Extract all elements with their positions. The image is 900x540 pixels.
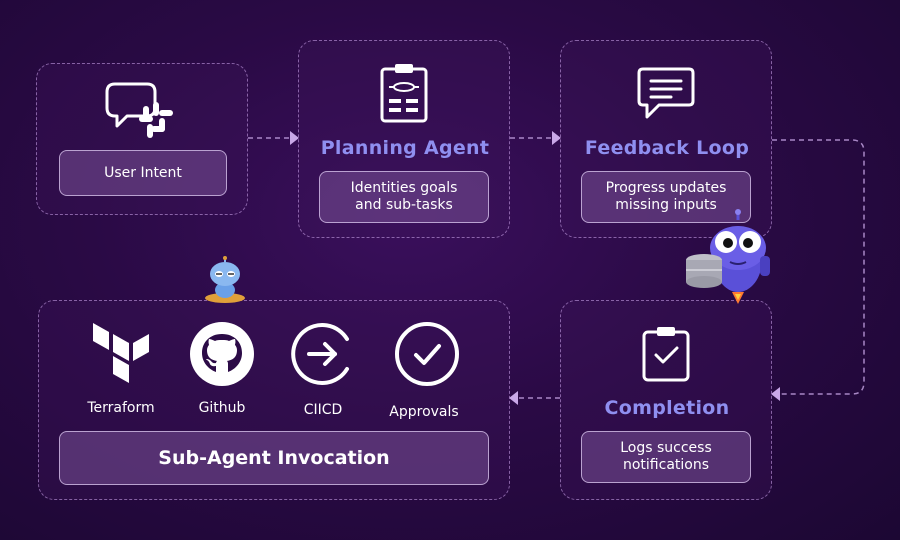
arrowhead-subagent (509, 391, 518, 405)
robot-database-mascot (686, 209, 770, 304)
sub-agent-pill: Sub-Agent Invocation (59, 431, 489, 485)
feedback-loop-title: Feedback Loop (584, 137, 750, 159)
user-intent-pill: User Intent (59, 150, 227, 196)
feedback-desc-line2: missing inputs (615, 197, 717, 213)
tool-label-terraform: Terraform (87, 400, 155, 416)
chat-slack-icon (105, 82, 173, 138)
planning-desc-line2: and sub-tasks (355, 197, 453, 213)
completion-desc-line1: Logs success (620, 440, 712, 456)
feedback-desc-line1: Progress updates (605, 180, 727, 196)
github-icon (190, 322, 254, 386)
clipboard-plan-icon (380, 64, 428, 123)
arrowhead-completion (771, 387, 780, 401)
sub-agent-card: Terraform Github CIICD Approvals Sub-Age… (38, 300, 510, 500)
feedback-loop-card: Feedback Loop Progress updates missing i… (560, 40, 772, 238)
completion-card: Completion Logs success notifications (560, 300, 772, 500)
tool-label-ciicd: CIICD (303, 402, 343, 418)
planning-agent-desc: Identities goals and sub-tasks (319, 171, 489, 223)
meditating-robot-mascot (205, 256, 245, 303)
planning-agent-title: Planning Agent (320, 137, 490, 159)
arrowhead-feedback (552, 131, 561, 145)
completion-desc: Logs success notifications (581, 431, 751, 483)
message-icon (637, 67, 695, 119)
user-intent-card: User Intent (36, 63, 248, 215)
check-circle-icon (395, 322, 459, 386)
arrowhead-planning (290, 131, 299, 145)
tool-label-github: Github (198, 400, 246, 416)
terraform-icon (93, 323, 149, 383)
planning-desc-line1: Identities goals (350, 180, 458, 196)
feedback-loop-desc: Progress updates missing inputs (581, 171, 751, 223)
completion-title: Completion (604, 397, 730, 419)
completion-desc-line2: notifications (622, 457, 710, 473)
tool-label-approvals: Approvals (389, 404, 459, 420)
clipboard-check-icon (642, 327, 690, 382)
connector-feedback-completion (772, 139, 865, 395)
planning-agent-card: Planning Agent Identities goals and sub-… (298, 40, 510, 238)
arrow-circle-icon (291, 323, 349, 385)
